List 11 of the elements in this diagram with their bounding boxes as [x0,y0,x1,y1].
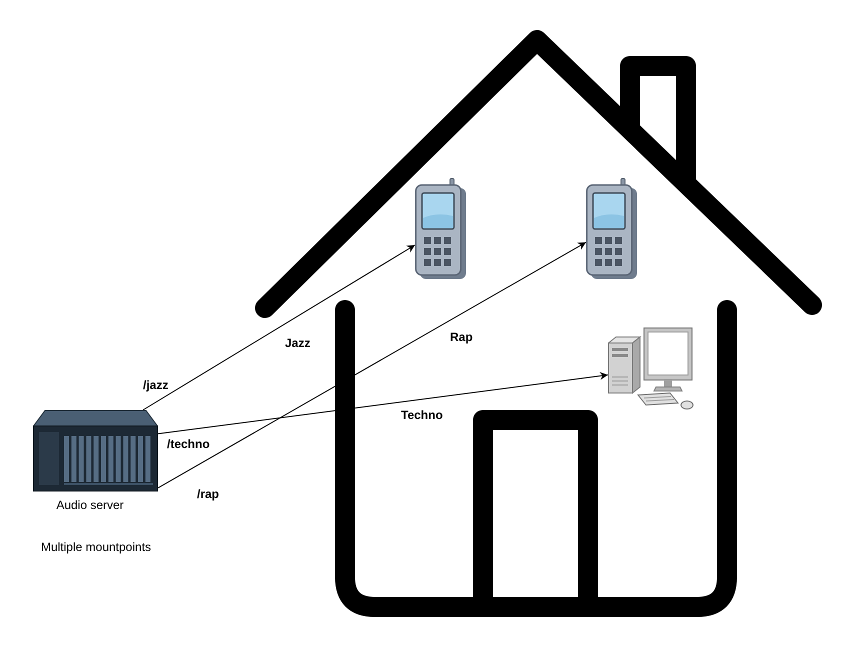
arrow [158,242,586,488]
edge-label: Jazz [284,336,312,350]
edge-label: Rap [449,330,474,344]
image-caption: Audio server [56,498,124,512]
path-label: /jazz [142,378,170,392]
edge-label: Techno [400,408,444,422]
path-label: /techno [166,437,211,451]
arrow [142,244,416,410]
arrow [158,372,608,434]
path-label: /rap [196,487,220,501]
caption-note: Multiple mountpoints [40,540,152,554]
